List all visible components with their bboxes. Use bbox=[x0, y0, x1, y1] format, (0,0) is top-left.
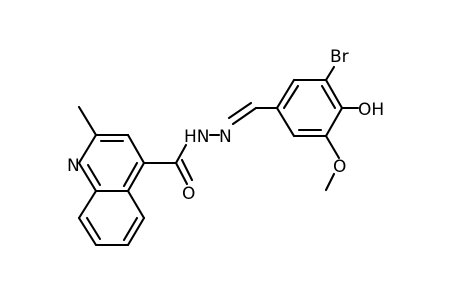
bond-c2-methyl bbox=[77, 105, 98, 137]
imine-nitrogen-label: N bbox=[219, 127, 232, 147]
bond-carbonyl-o bbox=[174, 161, 189, 186]
hydroxyl-label: OH bbox=[358, 100, 384, 120]
bond-c8a-n1-inner bbox=[86, 163, 102, 187]
bond-b4-b5 bbox=[324, 106, 344, 138]
bond-c5-c6 bbox=[126, 216, 146, 247]
bond-ring-o bbox=[324, 134, 341, 160]
bond-n-ch bbox=[231, 106, 258, 126]
bond-carbonyl-o-double bbox=[180, 158, 194, 182]
bond-b3-b4-inner bbox=[320, 84, 337, 110]
bromine-atom-label: Br bbox=[330, 47, 349, 67]
bond-c3-c4 bbox=[126, 133, 146, 165]
bond-b3-b4 bbox=[324, 78, 344, 110]
quinoline-nitrogen-label: N bbox=[67, 156, 80, 176]
bond-c4a-c5 bbox=[126, 189, 146, 220]
bond-n-ch-double bbox=[227, 101, 253, 120]
bonds bbox=[77, 65, 360, 247]
bond-c7-c8 bbox=[77, 216, 98, 247]
methoxy-oxygen-label: O bbox=[333, 157, 346, 177]
bond-c8a-n1 bbox=[77, 161, 98, 193]
bond-ring-br bbox=[324, 65, 336, 82]
bond-n1-c2 bbox=[77, 133, 98, 165]
bond-c8-c8a bbox=[77, 189, 98, 220]
bond-o-methyl bbox=[324, 172, 336, 192]
bond-c4-c4a-inner bbox=[122, 161, 139, 188]
bond-b1-b2 bbox=[275, 78, 296, 110]
bond-c4-c4a bbox=[126, 161, 146, 193]
bond-b1-b2-inner bbox=[282, 84, 300, 110]
bond-c5-c6-inner bbox=[122, 216, 139, 242]
bond-carbonyl-nh bbox=[174, 143, 188, 165]
bond-c7-c8-inner bbox=[85, 216, 102, 241]
hydrazide-nh-label: HN bbox=[184, 127, 210, 147]
carbonyl-oxygen-label: O bbox=[182, 184, 195, 204]
atom-labels: Br OH O N O HN N bbox=[67, 47, 384, 204]
bond-b6-b1 bbox=[275, 106, 296, 138]
